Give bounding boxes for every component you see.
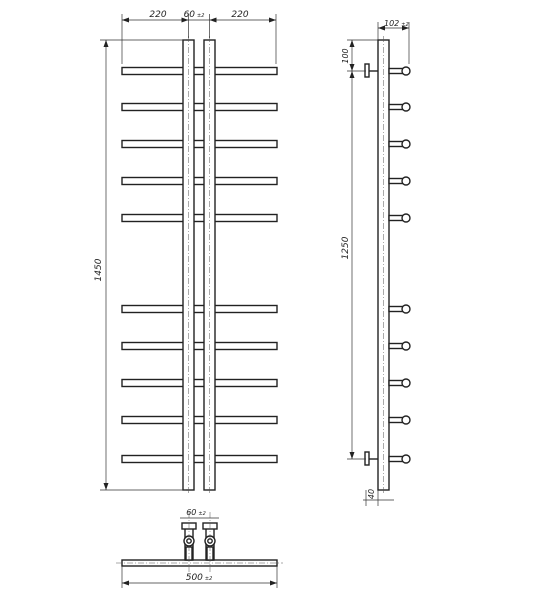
dim-right-offset: 220 bbox=[231, 10, 248, 20]
dim-total-width: 500±2 bbox=[186, 573, 213, 583]
front-crossbar bbox=[121, 415, 278, 425]
front-height-dimension: 1450 bbox=[94, 39, 186, 491]
side-view: 102±2 100 1250 40 bbox=[341, 19, 411, 506]
front-top-dimensions: 220 60±2 220 bbox=[121, 10, 277, 64]
dim-center-distance: 1250 bbox=[341, 236, 351, 259]
front-crossbar bbox=[121, 304, 278, 314]
dim-bottom-offset: 40 bbox=[367, 489, 376, 499]
side-crossbar-end bbox=[388, 454, 411, 464]
dim-depth: 102±2 bbox=[384, 19, 409, 28]
front-crossbar bbox=[121, 102, 278, 112]
side-crossbar-end bbox=[388, 139, 411, 149]
side-crossbar-end bbox=[388, 176, 411, 186]
side-bottom-offset-dimension: 40 bbox=[363, 489, 394, 506]
front-view: 220 60±2 220 1450 bbox=[94, 10, 278, 494]
side-crossbar-end bbox=[388, 378, 411, 388]
dim-top-offset: 100 bbox=[341, 48, 350, 63]
side-crossbar-ends bbox=[388, 66, 411, 464]
side-crossbar-end bbox=[388, 66, 411, 76]
bottom-view: 60±2 500±2 bbox=[116, 508, 283, 588]
bottom-pipe-spacing-dimension: 60±2 bbox=[180, 508, 219, 519]
front-crossbar bbox=[121, 341, 278, 351]
front-crossbar bbox=[121, 139, 278, 149]
dim-bottom-pipe-spacing: 60±2 bbox=[186, 508, 206, 517]
upper-wall-connection bbox=[364, 63, 378, 78]
dim-pipe-spacing: 60±2 bbox=[184, 10, 205, 20]
side-crossbar-end bbox=[388, 304, 411, 314]
side-crossbar-end bbox=[388, 213, 411, 223]
side-depth-dimension: 102±2 bbox=[377, 19, 410, 64]
front-crossbar bbox=[121, 454, 278, 464]
dim-left-offset: 220 bbox=[149, 10, 166, 20]
bottom-width-dimension: 500±2 bbox=[121, 566, 278, 588]
front-crossbars bbox=[121, 66, 278, 464]
side-crossbar-end bbox=[388, 341, 411, 351]
lower-wall-connection bbox=[364, 451, 378, 466]
front-crossbar bbox=[121, 176, 278, 186]
front-crossbar bbox=[121, 66, 278, 76]
side-crossbar-end bbox=[388, 415, 411, 425]
side-center-distance-dimension: 1250 bbox=[341, 71, 366, 460]
side-crossbar-end bbox=[388, 102, 411, 112]
front-crossbar bbox=[121, 213, 278, 223]
front-crossbar bbox=[121, 378, 278, 388]
side-top-offset-dimension: 100 bbox=[341, 39, 378, 72]
dim-total-height: 1450 bbox=[94, 258, 104, 281]
